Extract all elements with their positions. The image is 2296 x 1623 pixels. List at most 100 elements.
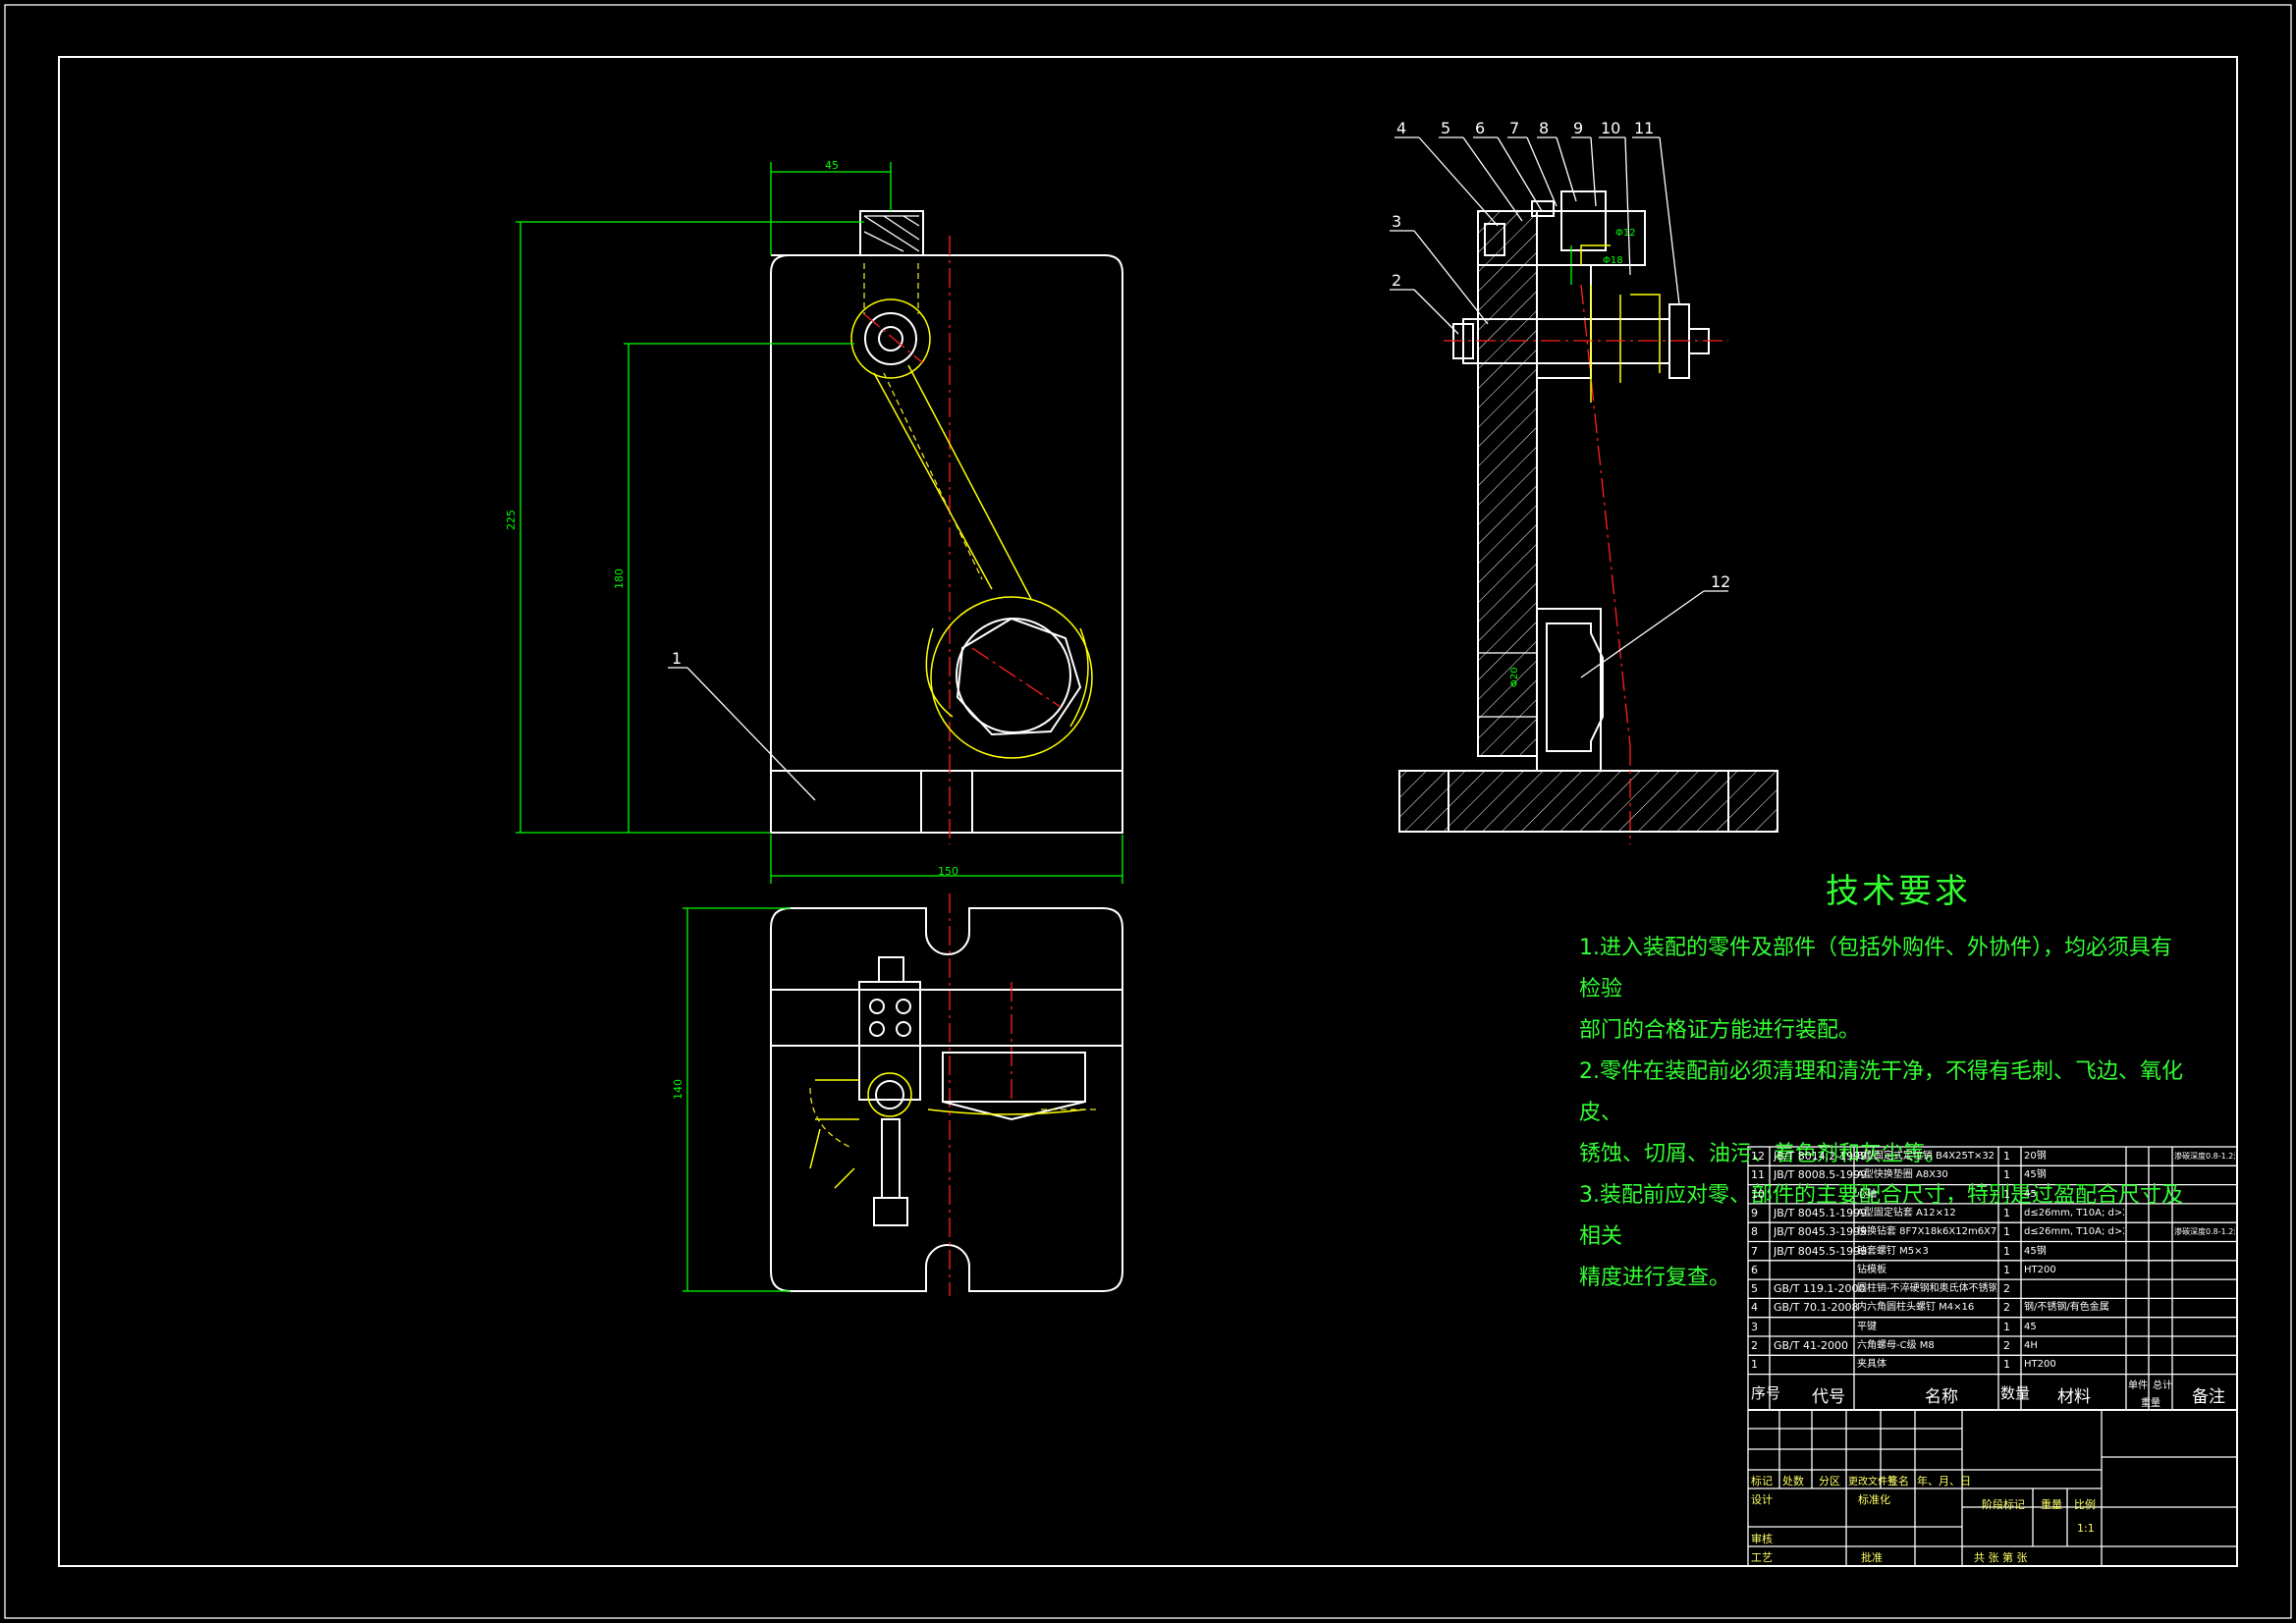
- tb-change-doc: 更改文件号: [1848, 1477, 1897, 1488]
- bom-cell-code: JB/T 8008.5-1999: [1774, 1168, 1868, 1182]
- bom-cell-no: 1: [1751, 1358, 1758, 1372]
- tech-req-line-3: 2.零件在装配前必须清理和清洗干净，不得有毛刺、飞边、氧化皮、: [1579, 1059, 2183, 1125]
- bom-header-total-weight: 总计: [2153, 1380, 2172, 1391]
- bom-cell-no: 12: [1751, 1150, 1765, 1163]
- bom-cell-no: 9: [1751, 1206, 1758, 1219]
- callout-12: 12: [1711, 572, 1730, 591]
- bom-cell-no: 10: [1751, 1187, 1765, 1201]
- bom-cell-code: GB/T 41-2000: [1774, 1339, 1848, 1352]
- bom-cell-qty: 1: [2003, 1244, 2010, 1258]
- bom-cell-no: 2: [1751, 1339, 1758, 1352]
- bom-cell-material: 45钢: [2024, 1245, 2047, 1257]
- bom-header-material: 材料: [2057, 1387, 2091, 1407]
- bom-cell-qty: 2: [2003, 1339, 2010, 1352]
- side-view: Φ12 Φ18 Φ20 4 5 6 7 8 9 10: [1390, 119, 1778, 844]
- callout-1: 1: [672, 649, 682, 668]
- outer-border: [4, 4, 2292, 1619]
- bom-cell-no: 8: [1751, 1225, 1758, 1239]
- bom-cell-code: JB/T 8014.2-1999: [1774, 1150, 1868, 1163]
- tech-req-line-1: 1.进入装配的零件及部件（包括外购件、外协件），均必须具有检验: [1579, 936, 2172, 1001]
- dim-top-view-height: 140: [672, 1079, 684, 1100]
- bom-cell-qty: 2: [2003, 1301, 2010, 1315]
- bom-cell-qty: 1: [2003, 1150, 2010, 1163]
- tb-count: 处数: [1782, 1475, 1804, 1488]
- bom-cell-qty: 1: [2003, 1225, 2010, 1239]
- bom-cell-material: 45钢: [2024, 1169, 2047, 1181]
- bom-header-unit-weight: 单件: [2128, 1380, 2148, 1391]
- bom-cell-material: 45: [2024, 1321, 2037, 1332]
- bom-cell-material: 45: [2024, 1188, 2037, 1200]
- bom-cell-no: 6: [1751, 1263, 1758, 1276]
- tb-sign: 签名: [1887, 1475, 1909, 1488]
- tb-approve: 批准: [1861, 1551, 1883, 1564]
- bom-cell-qty: 1: [2003, 1187, 2010, 1201]
- bom-cell-note: 渗碳深度0.8-1.2淬硬: [2174, 1227, 2235, 1237]
- tb-design: 设计: [1751, 1493, 1773, 1506]
- dim-front-height-inner: 180: [613, 568, 626, 589]
- dim-side-small-1: Φ12: [1615, 228, 1636, 239]
- callout-8: 8: [1539, 119, 1549, 137]
- bom-cell-name: 快换钻套 8F7X18k6X12m6X7X1m6X12: [1857, 1226, 1996, 1238]
- tb-standardize: 标准化: [1858, 1493, 1890, 1506]
- bom-cell-name: A型快换垫圈 A8X30: [1857, 1169, 1948, 1181]
- dim-side-small-3: Φ20: [1509, 667, 1520, 687]
- bom-cell-name: 心轴: [1857, 1188, 1877, 1200]
- tb-scale: 比例: [2074, 1498, 2096, 1511]
- bom-header-note: 备注: [2192, 1387, 2225, 1407]
- bom-cell-qty: 2: [2003, 1282, 2010, 1296]
- tb-process: 工艺: [1751, 1551, 1773, 1564]
- callout-9: 9: [1573, 119, 1583, 137]
- bom-cell-code: GB/T 119.1-2000: [1774, 1282, 1866, 1296]
- inner-border: [58, 56, 2238, 1567]
- bom-header-code: 代号: [1812, 1387, 1845, 1407]
- callout-3: 3: [1392, 212, 1401, 231]
- top-view: 140: [672, 893, 1123, 1296]
- bom-cell-note: 渗碳深度0.8-1.2淬硬: [2174, 1152, 2235, 1161]
- bom-cell-name: 夹具体: [1857, 1359, 1886, 1371]
- tech-req-line-5: 3.装配前应对零、部件的主要配合尺寸，特别是过盈配合尺寸及相关: [1579, 1183, 2183, 1249]
- callout-7: 7: [1509, 119, 1519, 137]
- bom-cell-code: JB/T 8045.1-1999: [1774, 1206, 1868, 1219]
- bom-cell-qty: 1: [2003, 1320, 2010, 1333]
- dim-side-small-2: Φ18: [1603, 255, 1623, 266]
- tech-req-line-4: 锈蚀、切屑、油污、着色剂和灰尘等。: [1579, 1142, 1947, 1166]
- bom-cell-qty: 1: [2003, 1206, 2010, 1219]
- bom-cell-material: HT200: [2024, 1359, 2056, 1371]
- tech-req-line-6: 精度进行复查。: [1579, 1266, 1731, 1290]
- bom-cell-material: 钢/不锈钢/有色金属: [2024, 1302, 2109, 1314]
- bom-cell-qty: 1: [2003, 1263, 2010, 1276]
- tb-mark: 标记: [1751, 1475, 1773, 1488]
- bom-cell-material: d≤26mm, T10A; d>26mm, 20钢: [2024, 1226, 2124, 1238]
- bom-cell-code: JB/T 8045.3-1999: [1774, 1225, 1868, 1239]
- bom-cell-no: 5: [1751, 1282, 1758, 1296]
- tb-scale-value: 1:1: [2077, 1522, 2095, 1535]
- tb-stage-mark: 阶段标记: [1982, 1498, 2025, 1511]
- front-view: 45 225 180 150 1: [505, 159, 1123, 884]
- callout-10: 10: [1601, 119, 1620, 137]
- bom-cell-qty: 1: [2003, 1358, 2010, 1372]
- callout-6: 6: [1475, 119, 1485, 137]
- bom-cell-name: 圆柱销-不淬硬钢和奥氏体不锈钢 6×30: [1857, 1283, 1996, 1295]
- bom-cell-name: A型固定钻套 A12×12: [1857, 1207, 1956, 1218]
- callout-11: 11: [1634, 119, 1654, 137]
- dim-front-width-top: 45: [825, 159, 839, 172]
- tb-weight: 重量: [2041, 1498, 2062, 1511]
- bom-cell-name: 内六角圆柱头螺钉 M4×16: [1857, 1302, 1975, 1314]
- callout-5: 5: [1441, 119, 1450, 137]
- bom-cell-no: 3: [1751, 1320, 1758, 1333]
- tech-req-title: 技术要求: [1826, 872, 1971, 911]
- bom-cell-material: d≤26mm, T10A; d>26mm, 20钢: [2024, 1207, 2124, 1218]
- bom-cell-no: 11: [1751, 1168, 1765, 1182]
- tb-zone: 分区: [1819, 1475, 1840, 1488]
- tech-req-line-2: 部门的合格证方能进行装配。: [1579, 1018, 1861, 1043]
- callout-4: 4: [1396, 119, 1406, 137]
- bom-header-weight: 重量: [2141, 1398, 2160, 1409]
- bom-cell-material: HT200: [2024, 1264, 2056, 1275]
- bom-cell-no: 7: [1751, 1244, 1758, 1258]
- tb-date: 年、月、日: [1917, 1475, 1971, 1488]
- bom-cell-name: 钻套螺钉 M5×3: [1857, 1245, 1929, 1257]
- technical-requirements: 技术要求 1.进入装配的零件及部件（包括外购件、外协件），均必须具有检验 部门的…: [1579, 864, 2188, 1299]
- tb-sheets: 共 张 第 张: [1974, 1551, 2028, 1564]
- bom-cell-name: 钻模板: [1857, 1264, 1886, 1275]
